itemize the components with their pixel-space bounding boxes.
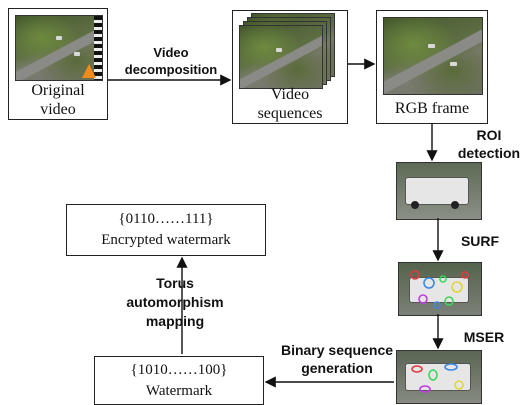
binary-sequence-generation-label: Binary sequence generation <box>280 342 394 376</box>
watermark-box: {1010……100} Watermark <box>94 356 264 405</box>
video-decomposition-label: Video decomposition <box>124 45 218 77</box>
roi-detection-label: ROI detection <box>457 127 521 161</box>
rgb-frame-box: RGB frame <box>376 10 488 124</box>
original-video-label: Original video <box>31 82 85 118</box>
video-sequences-label: Video sequences <box>257 86 323 122</box>
encrypted-watermark-label: Encrypted watermark <box>101 232 231 248</box>
watermark-bits: {1010……100} <box>130 362 228 378</box>
mser-regions-image <box>396 350 482 404</box>
film-strip-icon <box>94 16 102 80</box>
mser-label: MSER <box>463 329 505 345</box>
play-cone-icon <box>82 64 96 78</box>
encrypted-watermark-bits: {0110……111} <box>118 211 214 227</box>
rgb-frame-image <box>383 17 483 95</box>
surf-features-image <box>398 262 482 316</box>
torus-automorphism-mapping-label: Torus automorphism mapping <box>126 275 224 329</box>
original-video-box: Original video <box>8 8 108 120</box>
roi-detection-image <box>396 162 482 220</box>
surf-label: SURF <box>460 233 500 249</box>
original-video-thumbnail <box>15 15 103 81</box>
video-sequences-box: Video sequences <box>232 10 348 124</box>
encrypted-watermark-box: {0110……111} Encrypted watermark <box>66 204 266 256</box>
rgb-frame-label: RGB frame <box>394 100 470 117</box>
watermark-label: Watermark <box>145 383 213 399</box>
